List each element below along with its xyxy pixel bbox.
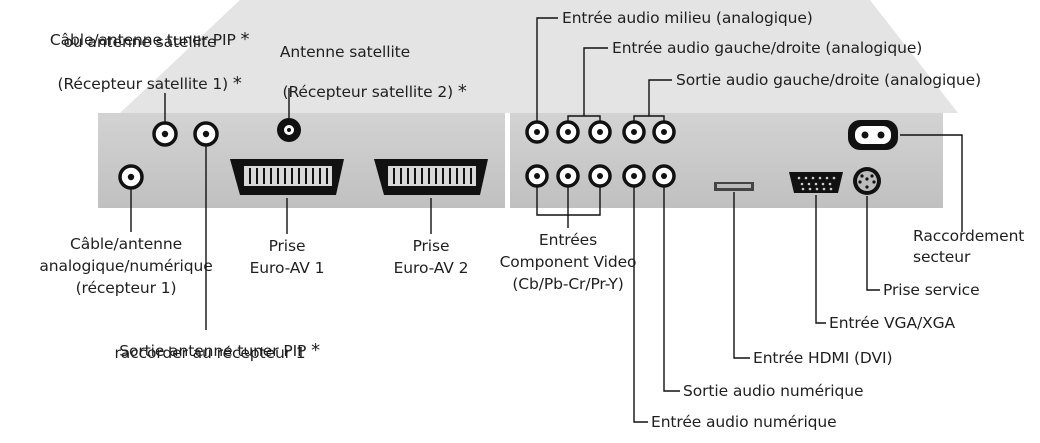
label-mains-2: secteur	[913, 248, 971, 266]
label-audio-middle-in: Entrée audio milieu (analogique)	[562, 9, 813, 27]
label-component-1: Entrées	[538, 231, 598, 249]
label-audio-lr-in: Entrée audio gauche/droite (analogique)	[612, 39, 923, 57]
label-digital-audio-out: Sortie audio numérique	[683, 382, 864, 400]
label-mains-1: Raccordement	[913, 227, 1025, 245]
vga-connector	[789, 172, 843, 193]
pip-out-connector	[193, 121, 219, 147]
label-satellite-receiver-2: (Récepteur satellite 2) *	[282, 81, 467, 102]
label-or-satellite: ou antenne satellite	[63, 33, 217, 51]
service-port	[853, 167, 881, 195]
hdmi-connector	[714, 182, 754, 191]
leader-lines	[130, 17, 963, 423]
label-cable-analog-2: analogique/numérique	[39, 257, 213, 275]
label-cable-analog-1: Câble/antenne	[69, 235, 183, 253]
connector-panel	[98, 113, 943, 208]
euro-av1-connector	[230, 159, 344, 195]
label-cable-analog-3: (récepteur 1)	[75, 279, 177, 297]
label-euro-av1-1: Prise	[268, 237, 306, 255]
label-euro-av2-2: Euro-AV 2	[393, 259, 469, 277]
label-satellite-receiver-1: (Récepteur satellite 1) *	[57, 73, 242, 94]
label-digital-audio-in: Entrée audio numérique	[651, 413, 837, 431]
label-component-2: Component Video	[499, 253, 637, 271]
label-audio-lr-out: Sortie audio gauche/droite (analogique)	[676, 71, 982, 89]
label-euro-av2-1: Prise	[412, 237, 450, 255]
euro-av2-connector	[374, 159, 488, 195]
satellite-2-connector	[277, 118, 301, 142]
label-vga: Entrée VGA/XGA	[829, 314, 955, 332]
panel-divider	[505, 113, 510, 208]
power-connector	[848, 120, 898, 150]
background-beam	[120, 0, 958, 113]
label-component-3: (Cb/Pb-Cr/Pr-Y)	[512, 275, 624, 293]
label-service: Prise service	[883, 281, 980, 299]
cable-antenna-connector	[118, 164, 144, 190]
label-pip-out-1: Sortie antenne tuner PIP *	[119, 340, 321, 361]
cable-pip-connector	[152, 121, 178, 147]
label-satellite-antenna: Antenne satellite	[279, 43, 411, 61]
label-cable-tuner-pip: Câble/antenne tuner PIP *	[49, 29, 250, 50]
label-euro-av1-2: Euro-AV 1	[249, 259, 325, 277]
label-pip-out-2: raccorder au récepteur 1	[114, 344, 306, 362]
label-hdmi: Entrée HDMI (DVI)	[753, 349, 893, 367]
